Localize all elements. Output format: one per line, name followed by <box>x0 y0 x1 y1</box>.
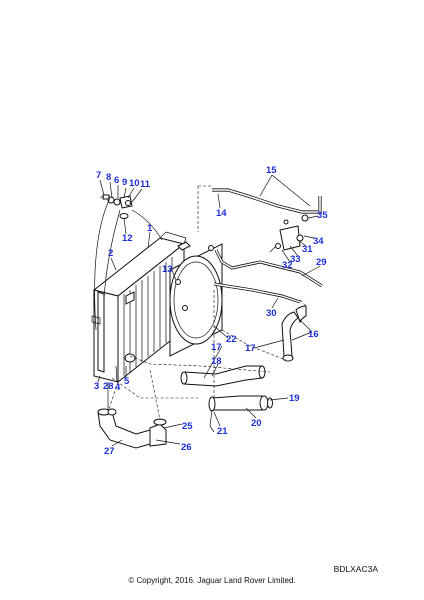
callout-19: 19 <box>289 393 300 404</box>
callout-25: 25 <box>182 421 193 432</box>
callout-34: 34 <box>313 236 324 247</box>
hose-18 <box>180 365 266 387</box>
thermostat-housing <box>269 214 309 253</box>
callout-3: 3 <box>94 381 99 392</box>
callout-26: 26 <box>181 442 192 453</box>
callout-12: 12 <box>122 233 133 244</box>
callout-2: 2 <box>108 248 113 259</box>
callout-35: 35 <box>317 210 328 221</box>
callout-14: 14 <box>216 208 227 219</box>
reference-code: BDLXAC3A <box>333 564 378 574</box>
callout-18: 18 <box>211 356 222 367</box>
callout-5: 5 <box>124 376 130 387</box>
leader-lines <box>97 174 321 447</box>
callout-29: 29 <box>316 257 327 268</box>
callout-27: 27 <box>104 446 115 457</box>
top-hose-pipe <box>212 188 322 214</box>
callout-33: 33 <box>290 254 301 265</box>
assembly-lines <box>94 185 307 421</box>
hose-20 <box>208 395 273 433</box>
copyright-notice: © Copyright, 2016. Jaguar Land Rover Lim… <box>128 576 296 585</box>
callout-30: 30 <box>266 308 277 319</box>
radiator <box>91 231 191 384</box>
callout-4: 4 <box>115 382 121 393</box>
hose-16 <box>281 305 307 362</box>
callout-11: 11 <box>140 179 151 190</box>
callout-17b: 17 <box>245 343 256 354</box>
callout-31: 31 <box>302 244 313 255</box>
callout-13: 13 <box>162 264 173 275</box>
filler-cap-assembly <box>100 194 133 219</box>
callout-8: 8 <box>106 172 111 183</box>
callout-22: 22 <box>226 334 237 345</box>
callout-28: 28 <box>103 381 114 392</box>
callout-7: 7 <box>96 170 101 181</box>
return-pipe <box>213 282 301 304</box>
callout-20: 20 <box>251 418 262 429</box>
callout-10: 10 <box>129 178 140 189</box>
bottom-hose <box>97 408 167 449</box>
callout-6: 6 <box>114 175 119 186</box>
callout-labels: 1 2 3 4 5 6 7 8 9 10 11 12 13 14 15 16 1… <box>94 165 328 457</box>
callout-16: 16 <box>308 329 319 340</box>
callout-32: 32 <box>282 260 293 271</box>
callout-17a: 17 <box>211 342 222 353</box>
callout-9: 9 <box>122 177 127 188</box>
callout-21: 21 <box>217 426 228 437</box>
callout-15: 15 <box>266 165 277 176</box>
bypass-pipe <box>214 249 323 288</box>
callout-1: 1 <box>147 223 153 234</box>
